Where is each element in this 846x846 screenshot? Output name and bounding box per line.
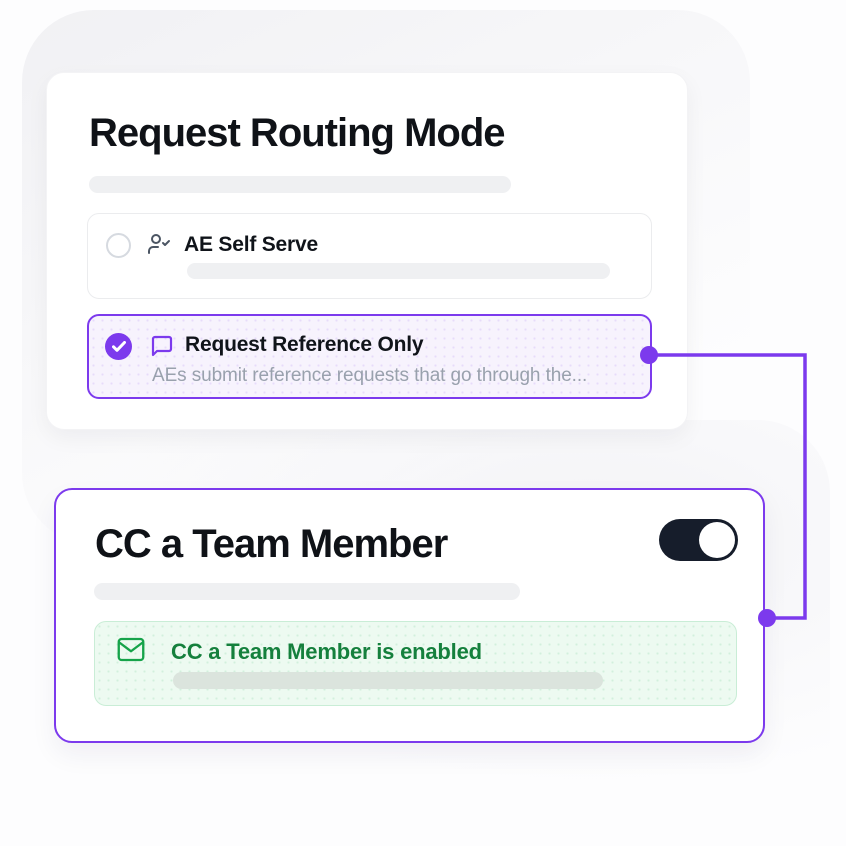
option-request-reference-only[interactable]: Request Reference Only AEs submit refere… [87, 314, 652, 399]
option-ae-self-serve[interactable]: AE Self Serve [87, 213, 652, 299]
card-title: CC a Team Member [95, 522, 448, 566]
placeholder-bar [89, 176, 511, 193]
check-icon [111, 341, 126, 352]
toggle-knob [699, 522, 735, 558]
option-label: AE Self Serve [184, 233, 318, 256]
enabled-notice: CC a Team Member is enabled [94, 621, 737, 706]
radio-selected-check[interactable] [105, 333, 132, 360]
option-description: AEs submit reference requests that go th… [152, 365, 588, 386]
card-title: Request Routing Mode [89, 111, 506, 155]
placeholder-bar [187, 263, 610, 279]
placeholder-bar [94, 583, 520, 600]
cc-toggle-switch-on[interactable] [659, 519, 738, 561]
user-check-icon [147, 232, 171, 256]
option-label: Request Reference Only [185, 333, 424, 356]
placeholder-bar [173, 672, 603, 689]
notice-message: CC a Team Member is enabled [171, 639, 482, 664]
request-routing-mode-card: Request Routing Mode AE Self Serve [46, 72, 688, 430]
chat-bubble-icon [150, 334, 174, 358]
mail-icon [117, 637, 145, 662]
radio-unselected[interactable] [106, 233, 131, 258]
cc-team-member-card: CC a Team Member CC a Team Member is ena… [54, 488, 765, 743]
